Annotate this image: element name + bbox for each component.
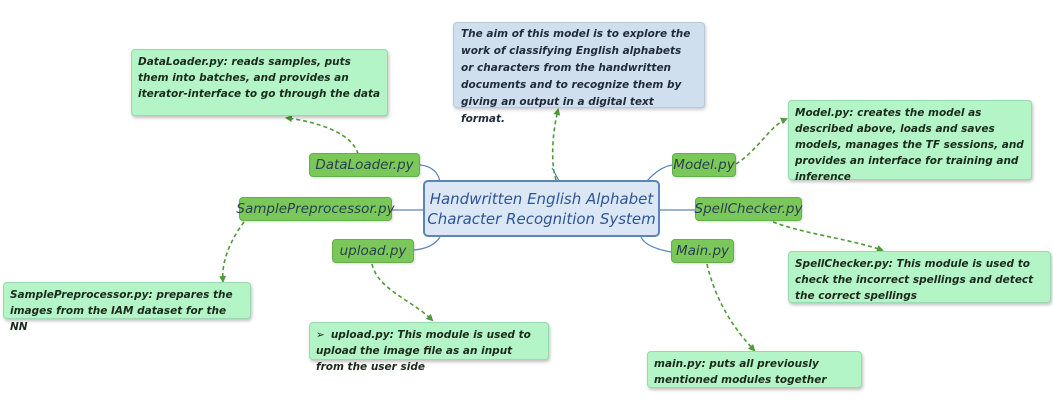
module-dataloader: DataLoader.py [309,153,420,177]
arrow-spellchecker [772,221,884,252]
bullet-arrow-icon: ➢ [316,329,325,341]
upload-description-text: upload.py: This module is used to upload… [316,329,531,373]
module-samplepreprocessor: SamplePreprocessor.py [236,197,395,221]
spellchecker-description: SpellChecker.py: This module is used to … [788,251,1051,303]
module-upload: upload.py [332,239,414,263]
branch-main [640,236,672,253]
arrow-upload [371,263,434,322]
central-topic-line1: Handwritten English Alphabet [429,190,654,208]
dataloader-description: DataLoader.py: reads samples, puts them … [131,49,388,116]
arrow-model [735,117,788,165]
module-model: Model.py [672,153,736,177]
arrow-samplepreprocessor [219,221,245,283]
model-description: Model.py: creates the model as described… [788,100,1032,183]
module-main: Main.py [671,239,734,263]
arrow-dataloader [285,115,359,155]
arrow-main [706,263,756,352]
central-topic: Handwritten English Alphabet Character R… [423,180,660,237]
upload-description: ➢upload.py: This module is used to uploa… [309,322,549,373]
branch-upload [413,236,441,251]
aim-note: The aim of this model is to explore the … [453,22,705,125]
main-description: main.py: puts all previously mentioned m… [647,351,862,388]
central-topic-line2: Character Recognition System [427,210,656,228]
samplepreprocessor-description: SamplePreprocessor.py: prepares the imag… [3,282,251,333]
module-spellchecker: SpellChecker.py [695,197,802,221]
arrow-aim [551,108,561,181]
